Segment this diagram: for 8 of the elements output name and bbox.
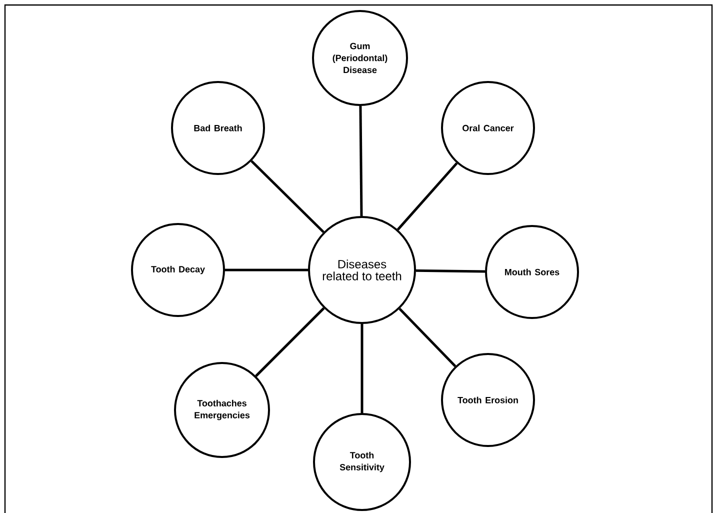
connector-line [396,162,458,230]
connector-line [250,160,324,233]
connector-line [359,106,363,216]
connector-line [360,324,364,413]
connector-line [398,308,456,368]
connector-line [255,307,325,377]
connector-line [225,268,308,272]
connector-line [416,269,486,273]
